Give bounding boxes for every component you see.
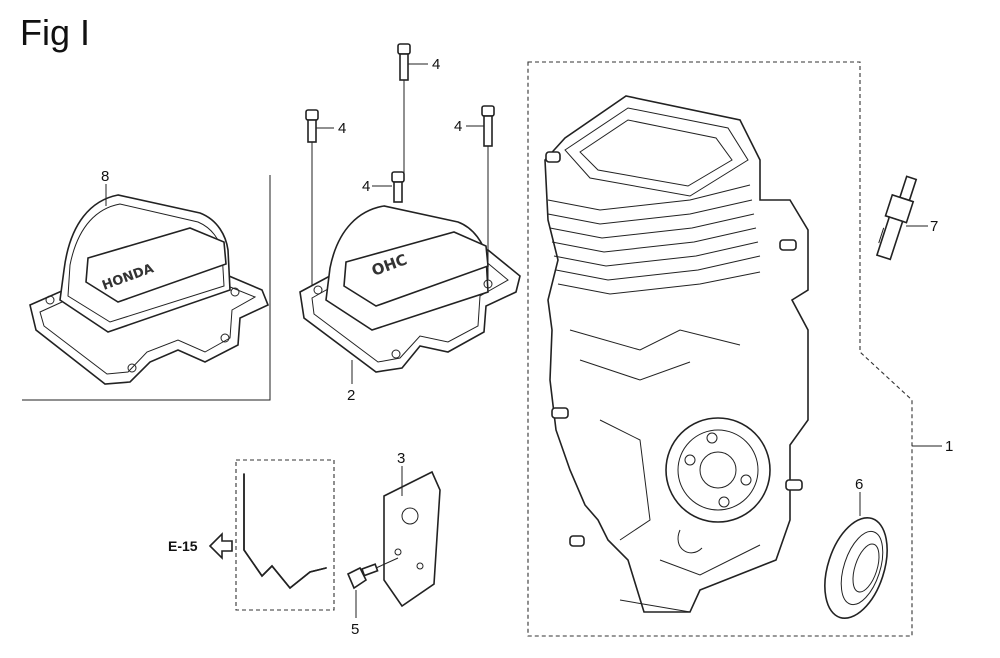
breather-tube [243, 473, 327, 590]
callout-4-top: 4 [432, 56, 440, 73]
bolt-4-right [481, 105, 495, 280]
callout-7: 7 [930, 218, 938, 235]
callout-4-right: 4 [454, 118, 462, 135]
part-2-rocker-cover: OHC [299, 205, 521, 373]
part-1-crankcase [544, 95, 809, 613]
part-5-bolt [346, 557, 399, 590]
figure-title: Fig I [20, 12, 91, 53]
callout-4-middle: 4 [362, 178, 370, 195]
part-8-rocker-cover: HONDA [29, 194, 270, 385]
callout-1: 1 [945, 438, 953, 455]
part-7-spark-plug [875, 175, 918, 261]
callout-6: 6 [855, 476, 863, 493]
bolt-4-top [397, 43, 411, 180]
part-8-bracket-line [22, 175, 271, 401]
callout-2: 2 [347, 387, 355, 404]
part-1-bracket [527, 61, 913, 637]
callout-8: 8 [101, 168, 109, 185]
callout-4-left: 4 [338, 120, 346, 137]
callout-5: 5 [351, 621, 359, 638]
cross-ref-arrow [208, 532, 233, 560]
bolt-4-left [305, 109, 319, 285]
part-6-oil-seal [824, 516, 888, 620]
breather-tube-box [235, 459, 335, 611]
part-3-breather-plate [383, 470, 441, 608]
callout-3: 3 [397, 450, 405, 467]
cross-ref-label: E-15 [168, 538, 198, 554]
bolt-4-middle [391, 171, 405, 203]
callout-leaders [105, 63, 942, 618]
